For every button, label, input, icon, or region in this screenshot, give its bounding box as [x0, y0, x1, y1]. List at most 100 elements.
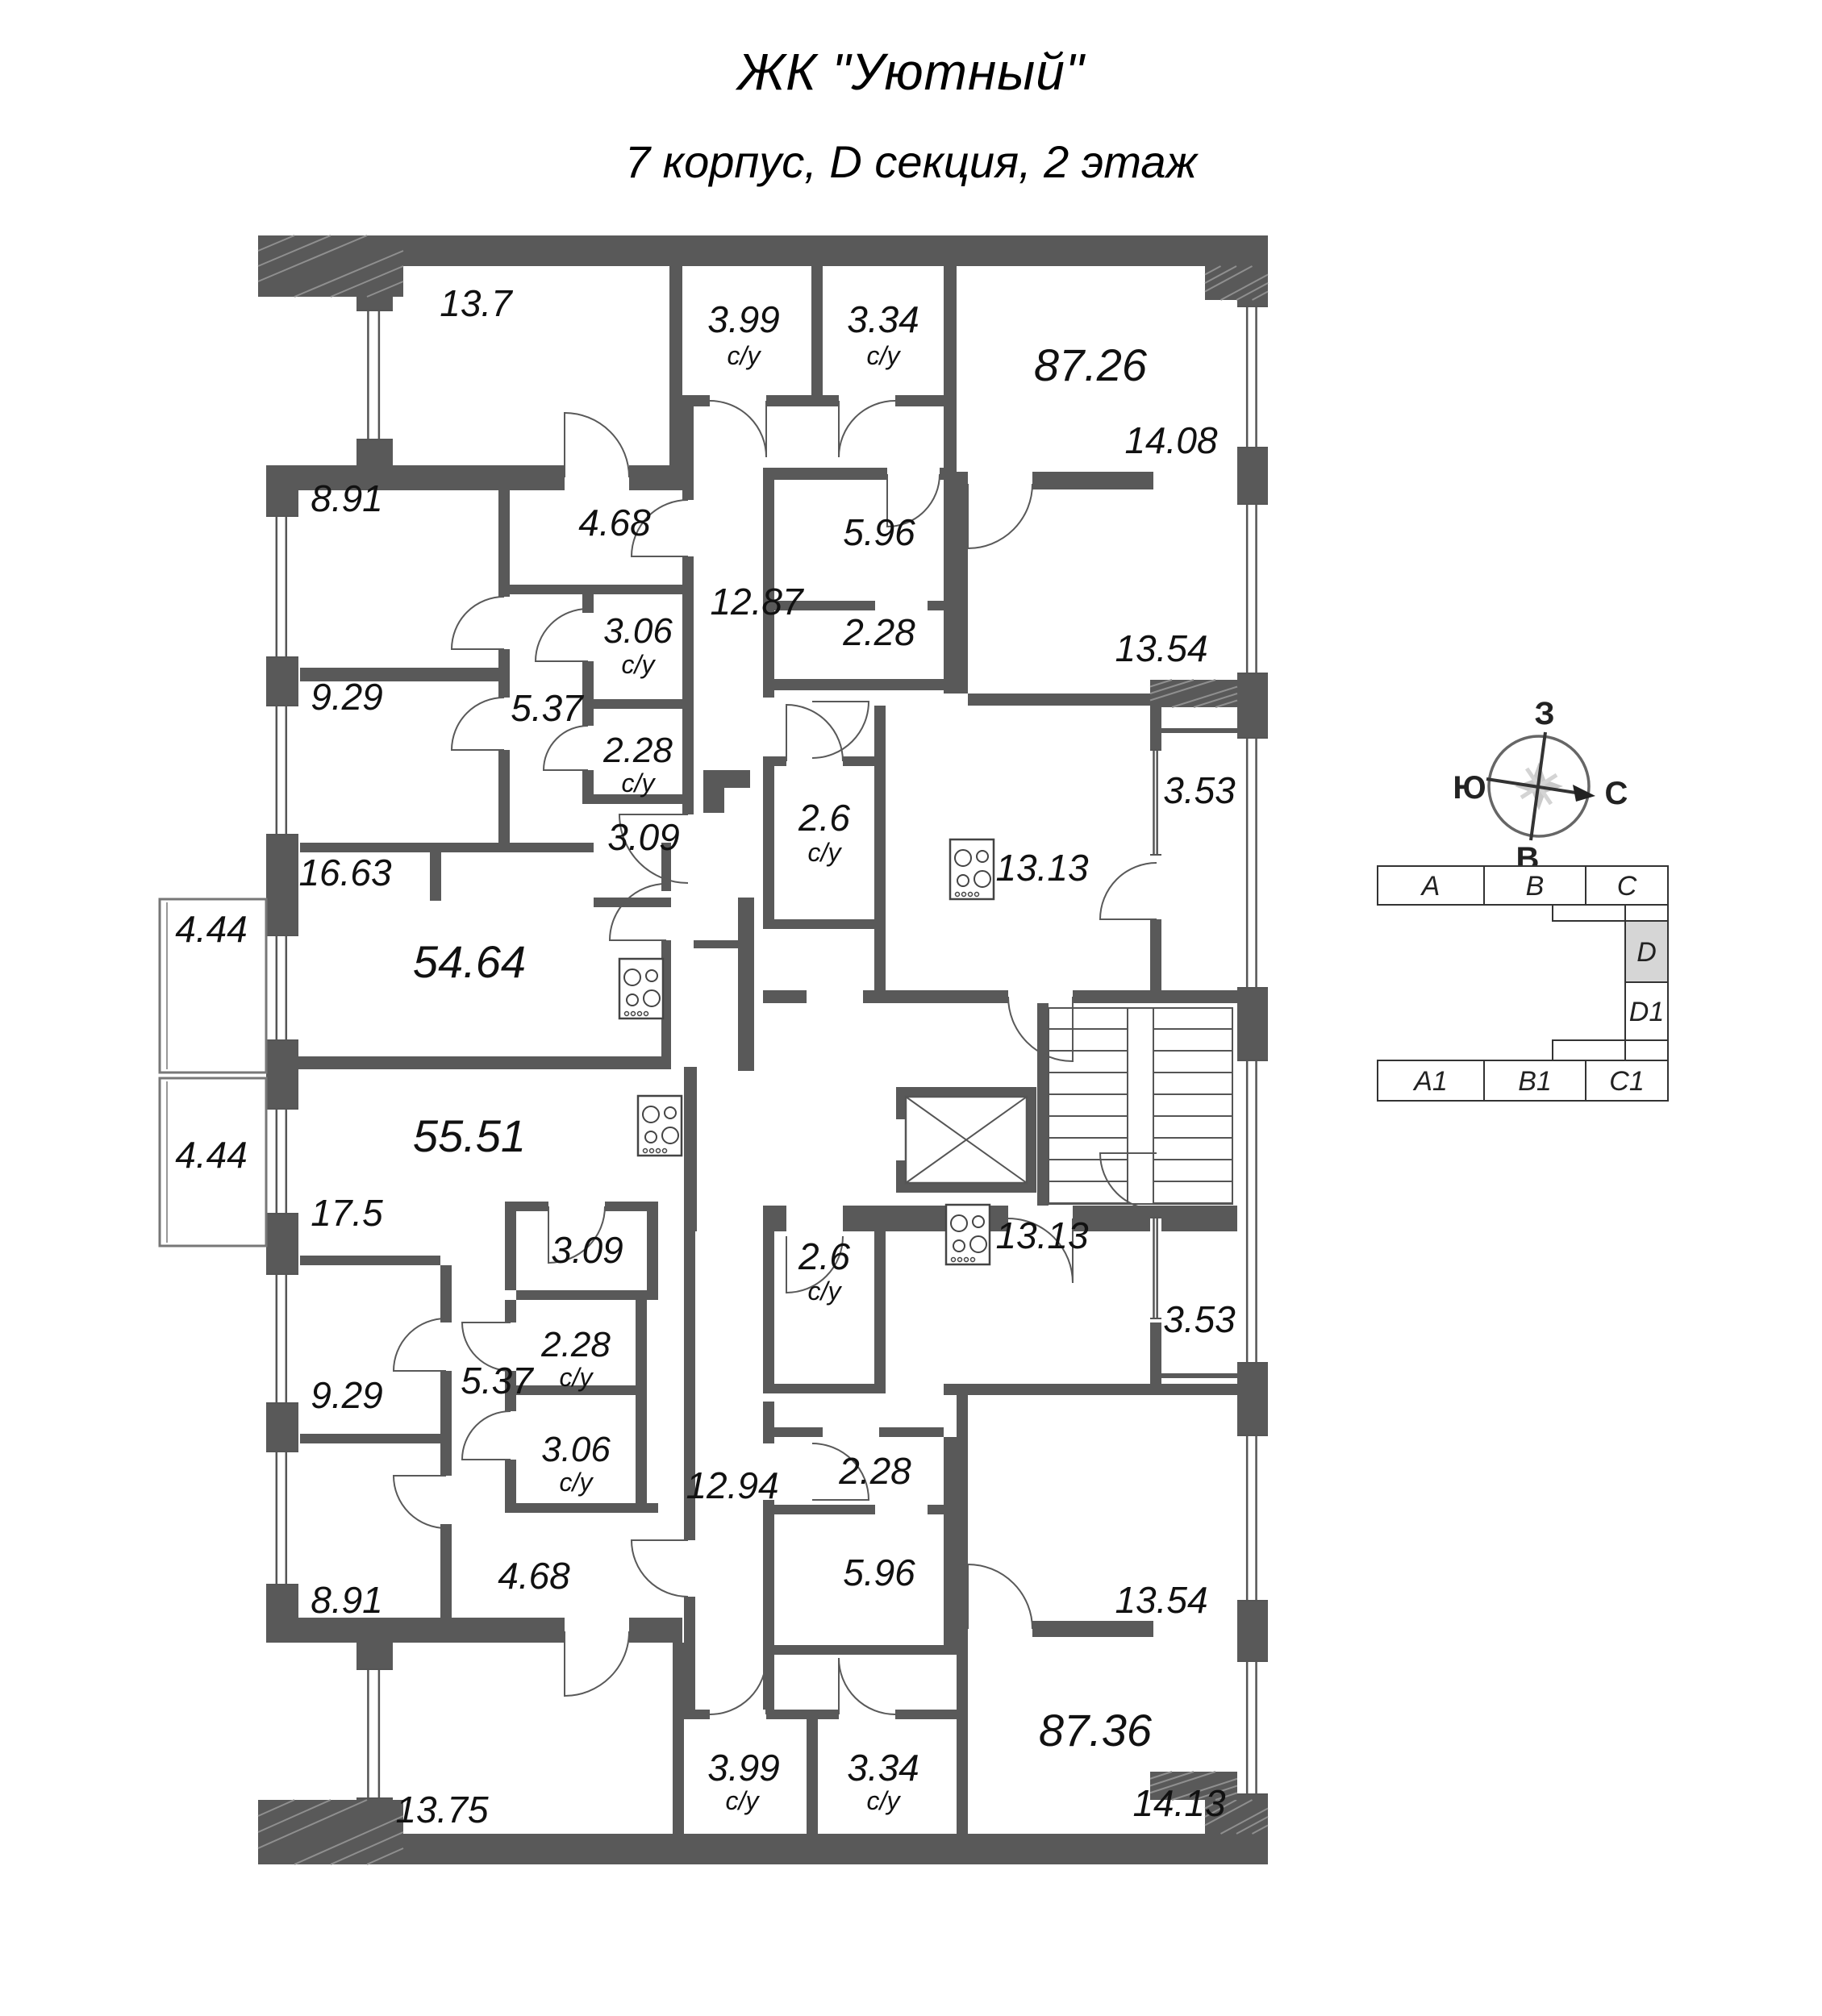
key-plan-section-label: B1	[1518, 1066, 1552, 1097]
key-plan-section-A	[1377, 865, 1485, 906]
wall-segment	[1237, 1367, 1268, 1435]
wall-segment	[703, 770, 750, 788]
key-plan-outline	[1552, 905, 1669, 1060]
wall-segment	[895, 395, 957, 406]
compass-direction-label: З	[1534, 696, 1554, 731]
compass-needle-ns	[1529, 731, 1547, 841]
wall-segment	[763, 919, 886, 929]
wall-segment	[1027, 1087, 1036, 1193]
corner-block	[258, 235, 403, 297]
stove-burner	[664, 1106, 677, 1119]
wall-segment	[1161, 1373, 1237, 1378]
door-swing	[838, 1657, 896, 1715]
corner-block	[258, 1800, 403, 1864]
stove-burner	[626, 993, 639, 1006]
corner-block	[1205, 1800, 1268, 1834]
wall-segment	[673, 1719, 684, 1834]
wall-segment	[300, 668, 498, 681]
stove-knob	[648, 1148, 655, 1154]
door-swing	[1099, 862, 1157, 920]
wall-segment	[629, 465, 682, 490]
window-opening	[266, 1109, 298, 1214]
door-swing	[548, 1206, 606, 1264]
stove-icon	[944, 1203, 991, 1266]
wall-segment	[811, 266, 823, 395]
wall-segment	[505, 1211, 516, 1290]
bathroom-label: с/у	[728, 341, 762, 370]
hatch-line	[1220, 1807, 1269, 1835]
window-opening	[1237, 1060, 1268, 1363]
windows-layer	[266, 306, 1268, 1799]
room-area-label: 16.63	[298, 852, 392, 893]
room-area-label: 2.28	[842, 611, 915, 653]
stove-burner	[972, 1215, 985, 1228]
wall-segment	[636, 1300, 647, 1503]
door-swing	[967, 1563, 1033, 1630]
hatch-line	[330, 265, 404, 298]
door-swing	[967, 483, 1033, 550]
elevator-cross-line	[905, 1096, 1028, 1184]
room-area-label: 5.37	[511, 687, 584, 729]
wall-segment	[763, 468, 774, 698]
wall-segment	[669, 266, 682, 465]
wall-segment	[505, 1460, 516, 1503]
wall-segment	[896, 1183, 1036, 1193]
hatch-line	[1171, 685, 1238, 708]
wall-segment	[1150, 706, 1161, 750]
hatch-line	[1204, 1799, 1221, 1810]
wall-segment	[498, 490, 510, 597]
room-area-label: 3.53	[1163, 769, 1236, 811]
wall-segment	[895, 1710, 957, 1719]
bathroom-label: с/у	[867, 341, 902, 370]
window-opening	[1237, 504, 1268, 673]
hatch-line	[1149, 1771, 1173, 1780]
window-opening	[1237, 1435, 1268, 1601]
elevator-shaft	[904, 1095, 1028, 1185]
hatch-line	[294, 250, 404, 298]
wall-segment	[505, 1503, 658, 1513]
hatch-line	[1171, 1777, 1238, 1801]
room-area-label: 3.99	[707, 298, 780, 340]
window-opening	[266, 1452, 298, 1585]
stove-knob	[636, 1010, 643, 1017]
room-area-label: 3.09	[607, 816, 680, 858]
hatch-line	[1252, 1824, 1269, 1835]
hatch-line	[1149, 679, 1195, 694]
fixtures-layer	[158, 838, 1233, 1266]
wall-segment	[738, 898, 754, 1071]
wall-segment	[774, 1427, 823, 1437]
room-area-label: 13.7	[440, 282, 513, 324]
corner-block	[1150, 1772, 1237, 1800]
wall-segment	[940, 468, 957, 480]
wall-segment	[944, 1384, 1237, 1395]
wall-segment	[673, 1710, 710, 1719]
wall-segment	[266, 1056, 671, 1069]
doors-layer	[392, 400, 1157, 1715]
bathroom-label: с/у	[560, 1363, 594, 1392]
wall-segment	[516, 1290, 647, 1300]
stove-knob	[643, 1010, 649, 1017]
stove-burner	[976, 850, 989, 863]
hatch-line	[1204, 1799, 1237, 1818]
wall-segment	[863, 990, 1008, 1003]
door-swing	[542, 725, 589, 771]
door-swing	[534, 608, 589, 662]
room-area-label: 8.91	[311, 477, 383, 519]
hatch-line	[257, 1799, 331, 1833]
wall-segment	[678, 395, 710, 406]
door-swing	[886, 473, 940, 528]
stove-burner	[644, 1131, 657, 1143]
wall-segment	[957, 472, 968, 489]
wall-segment	[763, 766, 774, 919]
hatch-line	[257, 1799, 368, 1849]
bathroom-label: с/у	[622, 650, 657, 679]
key-plan-section-label: D1	[1629, 997, 1664, 1027]
wall-segment	[957, 1621, 968, 1834]
stove-knob	[954, 891, 961, 898]
wall-segment	[393, 1618, 565, 1643]
wall-segment	[763, 1206, 786, 1231]
wall-segment	[647, 1211, 658, 1300]
stove-burner	[661, 1127, 679, 1144]
